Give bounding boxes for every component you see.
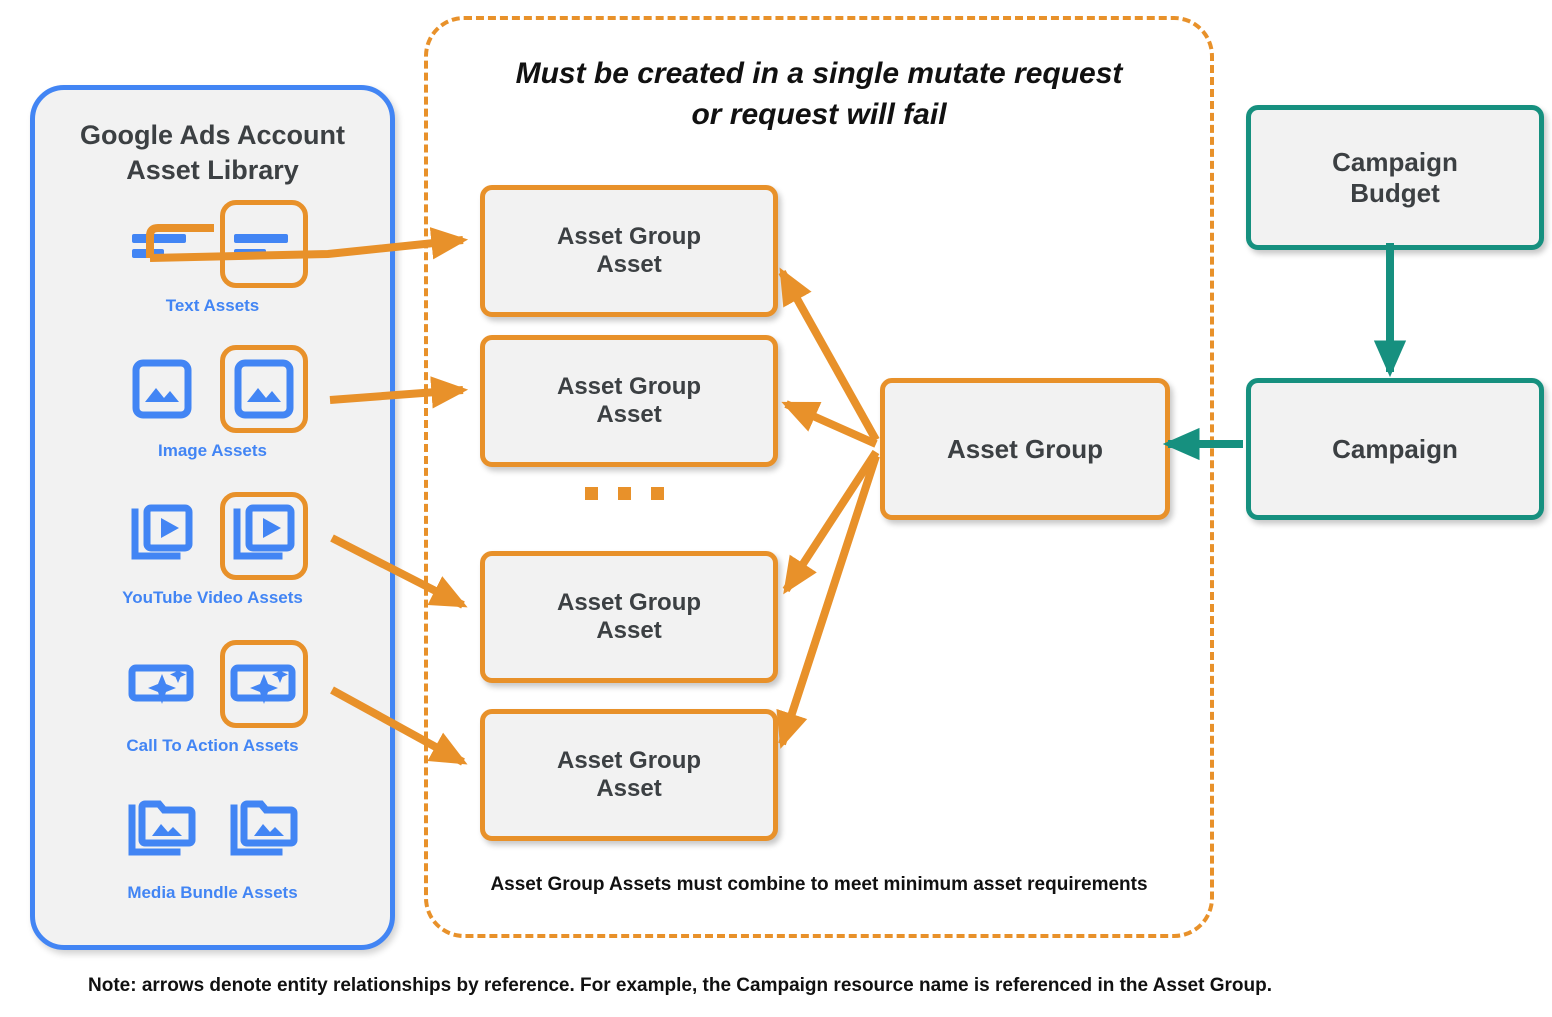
- asset-row-image: Image Assets: [35, 343, 390, 461]
- text-lines-icon: [118, 200, 206, 288]
- ellipsis-dot-3: [650, 487, 664, 500]
- campaign-label: Campaign: [1332, 433, 1458, 464]
- asset-row-youtube: YouTube Video Assets: [35, 490, 390, 608]
- asset-group-asset-box-2[interactable]: Asset Group Asset: [480, 335, 778, 467]
- aga-2-line1: Asset Group: [556, 372, 702, 400]
- asset-group-box[interactable]: Asset Group: [880, 378, 1170, 520]
- asset-label-youtube: YouTube Video Assets: [122, 588, 303, 607]
- text-lines-icon-highlighted[interactable]: [219, 200, 308, 288]
- combine-requirement-note: Asset Group Assets must combine to meet …: [490, 874, 1148, 895]
- aga-4-line1: Asset Group: [556, 746, 702, 774]
- aga-2-line2: Asset: [596, 401, 662, 428]
- asset-label-cta: Call To Action Assets: [126, 736, 299, 755]
- campaign-box[interactable]: Campaign: [1246, 378, 1544, 520]
- aga-1-line2: Asset: [596, 251, 662, 278]
- asset-group-asset-box-1[interactable]: Asset Group Asset: [480, 185, 778, 317]
- image-icon: [118, 345, 206, 433]
- asset-row-text: Text Assets: [35, 198, 390, 316]
- asset-label-image: Image Assets: [158, 441, 267, 460]
- asset-library-title: Google Ads Account Asset Library: [35, 118, 390, 188]
- asset-group-asset-box-4[interactable]: Asset Group Asset: [480, 709, 778, 841]
- ellipsis-dot-1: [584, 487, 598, 500]
- asset-row-cta: Call To Action Assets: [35, 638, 390, 756]
- aga-4-line2: Asset: [596, 775, 662, 802]
- asset-group-label: Asset Group: [946, 433, 1104, 464]
- asset-group-asset-box-3[interactable]: Asset Group Asset: [480, 551, 778, 683]
- aga-3-line1: Asset Group: [556, 588, 702, 616]
- campaign-budget-line2: Budget: [1350, 177, 1440, 208]
- aga-3-line2: Asset: [596, 617, 662, 644]
- footer-note: Note: arrows denote entity relationships…: [88, 975, 1272, 996]
- call-to-action-icon: [118, 640, 206, 728]
- asset-label-text: Text Assets: [165, 296, 260, 315]
- media-bundle-icon-2: [220, 787, 308, 875]
- mutate-request-container: [424, 16, 1214, 938]
- library-title-line2: Asset Library: [126, 155, 299, 186]
- video-stack-icon-highlighted[interactable]: [219, 492, 308, 580]
- mutate-request-note: Must be created in a single mutate reque…: [424, 54, 1214, 135]
- ellipsis-dot-2: [617, 487, 631, 500]
- aga-1-line1: Asset Group: [556, 222, 702, 250]
- ellipsis-indicator: [480, 487, 768, 500]
- mutate-note-line1: Must be created in a single mutate reque…: [515, 57, 1123, 90]
- asset-row-media-bundle: Media Bundle Assets: [35, 785, 390, 903]
- call-to-action-icon-highlighted[interactable]: [219, 640, 308, 728]
- asset-library-panel: Google Ads Account Asset Library: [30, 85, 395, 950]
- campaign-budget-box[interactable]: Campaign Budget: [1246, 105, 1544, 250]
- media-bundle-icon: [118, 787, 206, 875]
- mutate-note-line2: or request will fail: [691, 97, 947, 131]
- video-stack-icon: [118, 492, 206, 580]
- asset-label-media-bundle: Media Bundle Assets: [127, 883, 298, 902]
- campaign-budget-line1: Campaign: [1332, 146, 1458, 177]
- library-title-line1: Google Ads Account: [79, 120, 345, 150]
- image-icon-highlighted[interactable]: [219, 345, 308, 433]
